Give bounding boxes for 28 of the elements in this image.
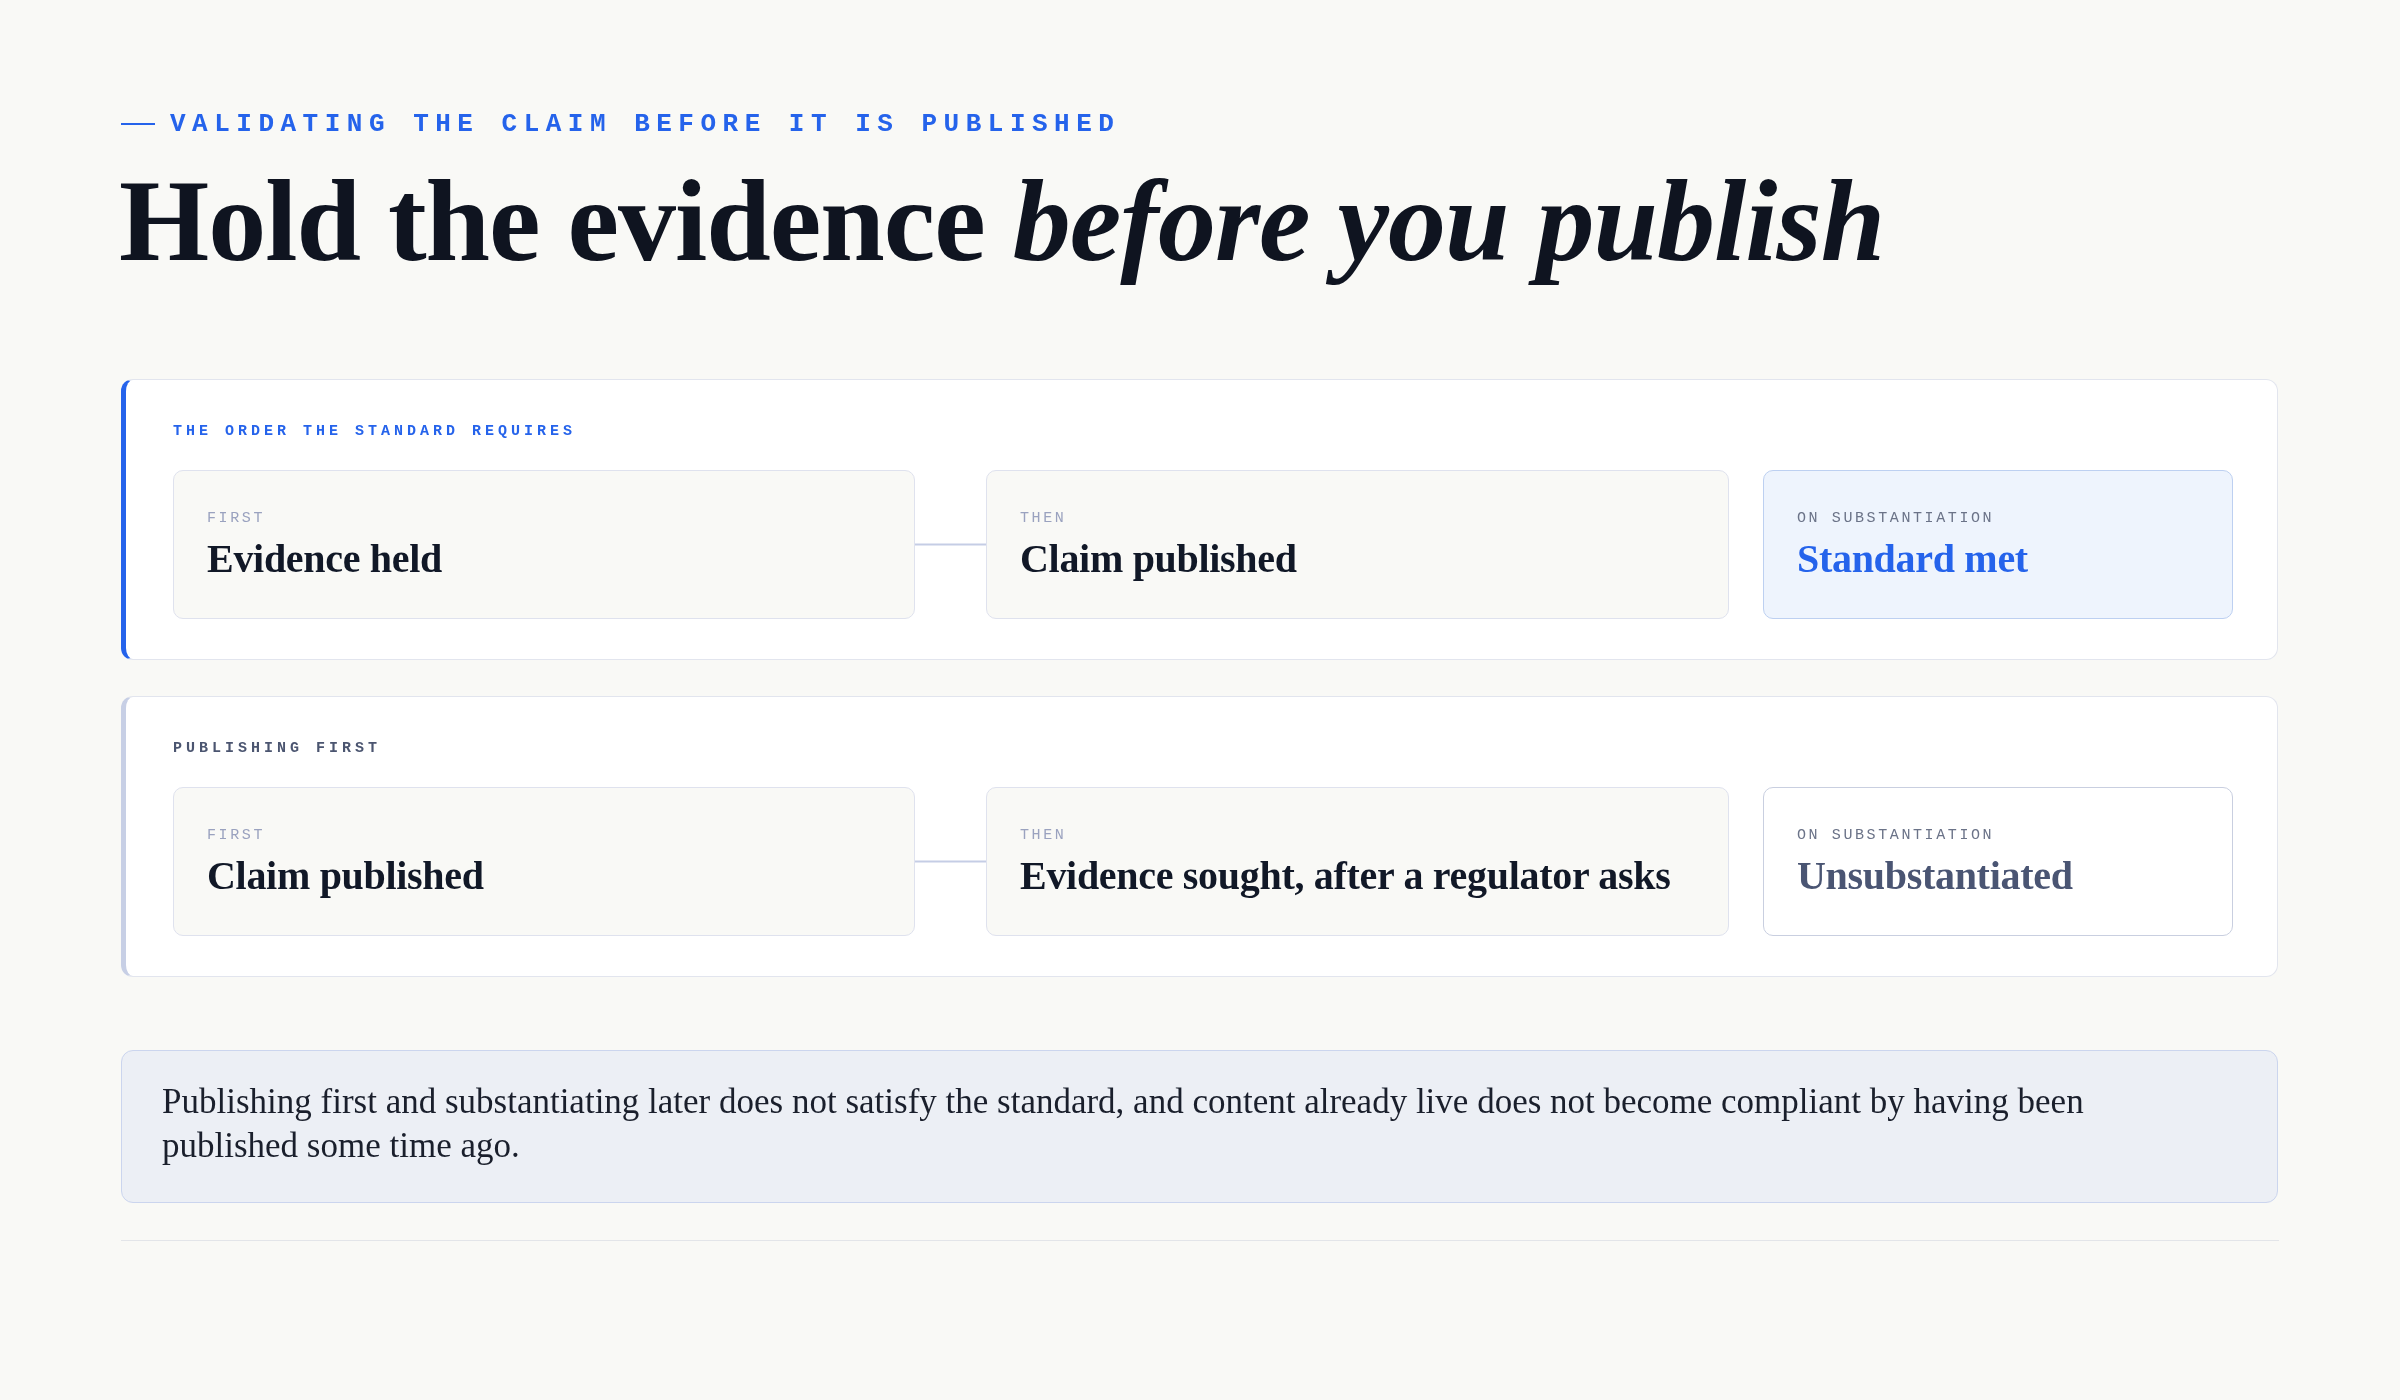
connector-line [914, 860, 987, 863]
step-card [173, 470, 915, 619]
section-panel [121, 379, 2278, 660]
step-card [986, 470, 1729, 619]
step-card [173, 787, 915, 936]
step-card [986, 787, 1729, 936]
step-label: FIRST [207, 827, 265, 845]
step-card [1763, 787, 2233, 936]
step-label: THEN [1020, 827, 1067, 845]
step-title: Standard met [1797, 535, 2028, 583]
step-label: ON SUBSTANTIATION [1797, 827, 1995, 845]
section-label: THE ORDER THE STANDARD REQUIRES [173, 423, 577, 441]
step-title: Claim published [1020, 535, 1297, 583]
connector-line [914, 543, 987, 546]
note-text: Publishing first and substantiating later does not satisfy the standard, and content already live does not become compliant by having been published some time ago. [162, 1081, 2085, 1167]
step-label: THEN [1020, 510, 1067, 528]
step-label: FIRST [207, 510, 265, 528]
section-label: PUBLISHING FIRST [173, 740, 382, 758]
section-panel [121, 696, 2278, 977]
step-card [1763, 470, 2233, 619]
step-title: Claim published [207, 852, 484, 900]
step-title: Evidence sought, after a regulator asks [1020, 852, 1671, 900]
eyebrow-label: VALIDATING THE CLAIM BEFORE IT IS PUBLISHED [170, 108, 1121, 140]
step-title: Evidence held [207, 535, 442, 583]
page-title: Hold the evidence before you publish [119, 157, 1885, 285]
note-panel [121, 1050, 2278, 1203]
step-label: ON SUBSTANTIATION [1797, 510, 1995, 528]
step-title: Unsubstantiated [1797, 852, 2073, 900]
